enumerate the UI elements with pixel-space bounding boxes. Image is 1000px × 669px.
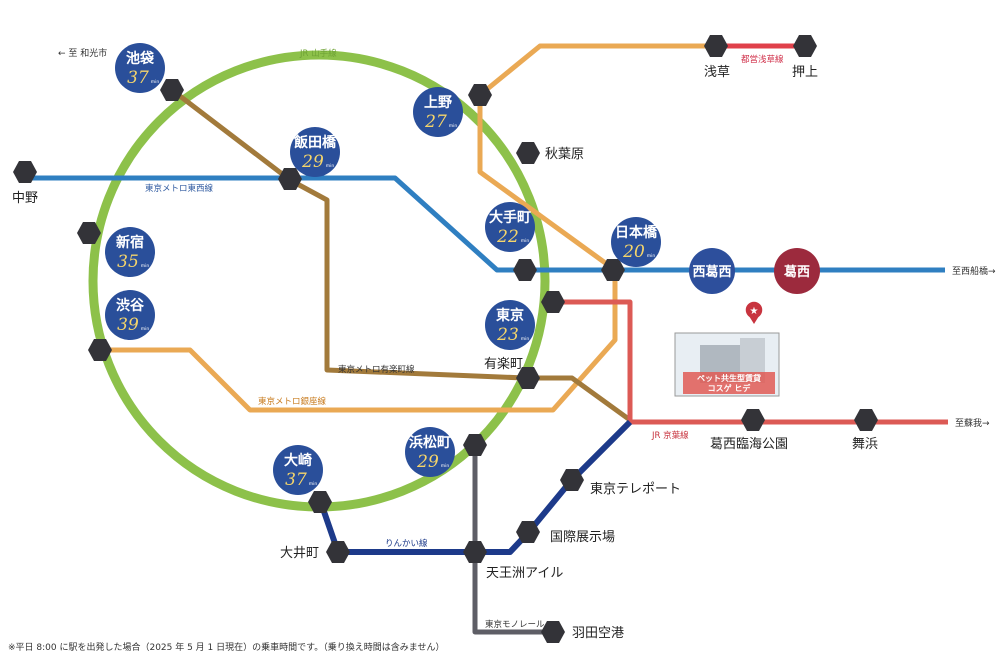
badge-minutes: 39 [117,315,139,335]
badge-circle [611,217,661,267]
badge-minutes: 29 [301,152,324,172]
badge-station-name: 飯田橋 [293,134,337,151]
station-marker-akihabara [516,142,540,164]
asakusa-line-label: 都営浅草線 [741,54,784,65]
badge-minutes: 22 [496,227,519,247]
badge-circle [290,127,340,177]
badge-unit: min [141,263,150,269]
badge-minutes: 35 [117,252,139,272]
badge-station-name: 渋谷 [116,297,145,314]
badge-unit: min [647,253,656,259]
direction-nishifunabashi: 至西船橋→ [952,265,996,277]
badge-minutes: 27 [424,112,447,132]
monorail-line [472,445,553,635]
badge-station-name: 日本橋 [615,224,658,241]
ginza-line [100,43,716,413]
badge-unit: min [309,481,318,487]
badge-station-name: 上野 [424,95,452,111]
yamanote-line-label: JR 山手線 [299,48,337,59]
station-label-kokusai: 国際展示場 [550,530,615,545]
badge-station-name: 新宿 [116,234,144,251]
station-marker-tennozu [463,541,487,563]
badge-unit: min [441,463,450,469]
badge-unit: min [449,123,458,129]
station-label-akihabara: 秋葉原 [545,147,584,162]
badge-circle [115,43,165,93]
badge-station-name: 大手町 [489,209,531,226]
station-label-yurakucho: 有楽町 [484,356,523,372]
badge-circle [105,227,155,277]
badge-minutes: 20 [622,242,645,262]
yurakucho-line-label: 東京メトロ有楽町線 [338,364,415,375]
nishikasai-circle [689,248,735,294]
station-label-oshiage: 押上 [792,65,818,80]
badge-circle [105,290,155,340]
station-marker-kasai-rinkai [741,409,765,431]
direction-soga: 至蘇我→ [955,417,990,429]
badge-circle [485,202,535,252]
keiyo-line-label: JR 京葉線 [651,430,689,441]
rinkai-line-label: りんかい線 [385,538,428,549]
station-label-oimachi: 大井町 [280,546,319,561]
monorail-line-label: 東京モノレール [485,619,545,630]
property-marker: ペット共生型賃貸 コスゲ ヒデ ★ [674,300,780,397]
badge-minutes: 37 [127,68,149,88]
badge-station-name: 大崎 [284,452,312,469]
direction-wakoshi: ← 至 和光市 [58,47,107,59]
badge-minutes: 23 [496,325,519,345]
svg-text:★: ★ [750,306,759,317]
badge-circle [273,445,323,495]
station-label-asakusa: 浅草 [704,65,730,80]
station-label-teleport: 東京テレポート [590,481,681,497]
badge-minutes: 29 [416,452,439,472]
station-label-kasai-rinkai: 葛西臨海公園 [710,437,788,452]
station-marker-asakusa [704,35,728,57]
badge-unit: min [521,238,530,244]
badge-unit: min [141,326,150,332]
property-label-1: ペット共生型賃貸 [697,373,762,383]
badge-unit: min [151,79,160,85]
keiyo-line [553,299,948,425]
station-marker-oshiage [793,35,817,57]
station-label-maihama: 舞浜 [852,437,878,452]
property-label-2: コスゲ ヒデ [708,383,752,393]
badge-unit: min [326,163,335,169]
badge-unit: min [521,336,530,342]
badge-station-name: 東京 [496,307,524,324]
kasai-label: 葛西 [783,264,810,280]
ginza-line-label: 東京メトロ銀座線 [258,396,327,407]
station-marker-oimachi [326,541,350,563]
badge-circle [485,300,535,350]
tozai-line-label: 東京メトロ東西線 [145,183,214,194]
station-label-tennozu: 天王洲アイル [486,566,563,581]
station-label-nakano: 中野 [12,191,38,206]
badge-circle [405,427,455,477]
badge-minutes: 37 [285,470,307,490]
badge-station-name: 浜松町 [409,434,451,451]
station-marker-maihama [854,409,878,431]
station-marker-haneda [541,621,565,643]
kasai-circle [774,248,820,294]
footnote: ※平日 8:00 に駅を出発した場合（2025 年 5 月 1 日現在）の乗車時… [8,641,444,653]
badge-station-name: 池袋 [126,50,155,67]
badge-circle [413,87,463,137]
station-marker-otemachi [513,259,537,281]
station-label-haneda: 羽田空港 [572,626,624,641]
nishikasai-label: 西葛西 [692,264,731,280]
